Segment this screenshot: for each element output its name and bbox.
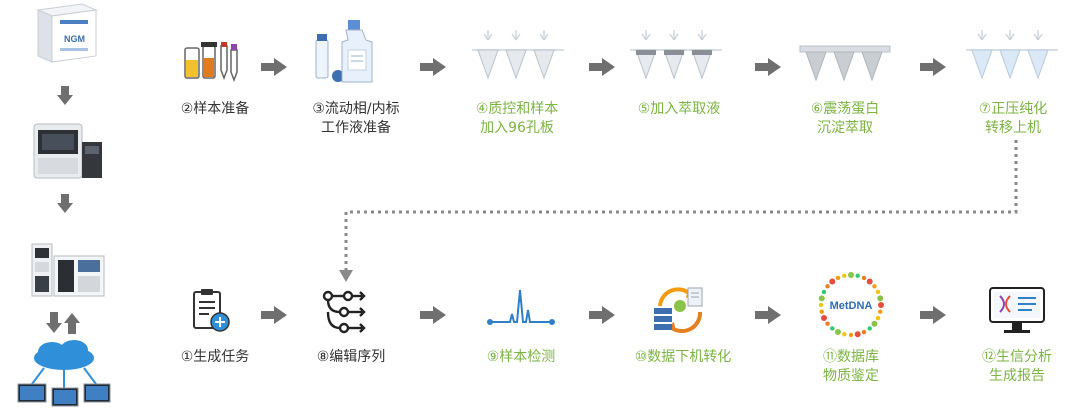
metdna-ring-dot bbox=[866, 278, 873, 285]
bioinformatics-report-icon bbox=[989, 287, 1045, 333]
step-12-label: ⑫生信分析 生成报告 bbox=[962, 348, 1072, 386]
right-arrow-icon bbox=[755, 306, 781, 324]
step-7-line-1: ⑦正压纯化 bbox=[978, 101, 1048, 117]
metdna-ring-dot bbox=[867, 326, 872, 331]
lcms-instrument-image bbox=[31, 243, 105, 297]
metdna-ring-dot bbox=[835, 275, 841, 281]
metdna-ring-dot bbox=[854, 331, 861, 338]
step-1-line-1: ①生成任务 bbox=[180, 349, 250, 365]
metdna-ring-dot bbox=[820, 315, 827, 322]
step-5-line-1: ⑤加入萃取液 bbox=[637, 101, 721, 117]
metdna-ring-dot bbox=[818, 302, 824, 308]
step-1-label: ①生成任务 bbox=[165, 348, 265, 367]
step-12-line-2: 生成报告 bbox=[989, 368, 1045, 384]
metdna-ring-dot bbox=[830, 326, 835, 331]
metdna-ring-dot bbox=[871, 320, 878, 327]
step-2-label: ②样本准备 bbox=[170, 100, 260, 119]
step-6-line-2: 沉淀萃取 bbox=[817, 120, 873, 136]
right-arrow-icon bbox=[920, 58, 946, 76]
dotted-connector bbox=[339, 140, 1018, 282]
metdna-ring-dot bbox=[825, 284, 830, 289]
step-9-line-1: ⑨样本检测 bbox=[486, 349, 556, 365]
chromatogram-peak-icon bbox=[487, 289, 555, 325]
right-arrow-icon bbox=[261, 306, 287, 324]
metdna-ring-dot bbox=[819, 309, 824, 314]
data-conversion-icon bbox=[654, 287, 703, 334]
metdna-ring-dot bbox=[875, 289, 881, 295]
metdna-ring-dot bbox=[821, 289, 827, 295]
metdna-ring-dot bbox=[878, 302, 884, 308]
metdna-ring-dot bbox=[834, 329, 841, 336]
step-12-line-1: ⑫生信分析 bbox=[982, 349, 1052, 365]
extraction-plate-icon bbox=[630, 30, 722, 80]
step-3-line-1: ③流动相/内标 bbox=[312, 101, 400, 117]
right-arrow-icon bbox=[261, 58, 287, 76]
down-arrow-icon bbox=[57, 194, 73, 213]
down-arrow-icon bbox=[57, 86, 73, 105]
right-arrow-icon bbox=[755, 58, 781, 76]
metdna-ring-dot bbox=[877, 295, 884, 302]
step-6-label: ⑥震荡蛋白 沉淀萃取 bbox=[790, 100, 900, 138]
up-down-arrows-icon bbox=[46, 312, 80, 334]
metdna-ring-dot bbox=[878, 309, 883, 314]
step-3-line-2: 工作液准备 bbox=[321, 120, 391, 136]
clipboard-task-icon bbox=[193, 289, 230, 332]
left-column: NGM bbox=[0, 0, 130, 414]
metdna-ring-dot bbox=[872, 284, 877, 289]
ngm-kit-box-image: NGM bbox=[36, 3, 98, 63]
metdna-ring-dot bbox=[829, 278, 836, 285]
step-9-label: ⑨样本检测 bbox=[466, 348, 576, 367]
step-2-line-1: ②样本准备 bbox=[180, 101, 250, 117]
step-4-label: ④质控和样本 加入96孔板 bbox=[462, 100, 572, 138]
step-11-line-2: 物质鉴定 bbox=[823, 368, 879, 384]
step-5-label: ⑤加入萃取液 bbox=[624, 100, 734, 119]
ngm-box-text: NGM bbox=[64, 34, 85, 44]
protein-precipitation-plate-icon bbox=[799, 45, 891, 82]
step-7-label: ⑦正压纯化 转移上机 bbox=[958, 100, 1068, 138]
sequence-flow-icon bbox=[322, 290, 366, 334]
metdna-ring-dot bbox=[842, 332, 847, 337]
right-arrow-icon bbox=[420, 58, 446, 76]
right-arrow-icon bbox=[589, 58, 615, 76]
metdna-ring-dot bbox=[861, 275, 867, 281]
sample-prep-instrument-image bbox=[33, 123, 102, 179]
metdna-ring-dot bbox=[848, 332, 854, 338]
step-6-line-1: ⑥震荡蛋白 bbox=[810, 101, 880, 117]
step-11-line-1: ⑪数据库 bbox=[823, 349, 879, 365]
metdna-ring-dot bbox=[875, 315, 881, 321]
mobile-phase-bottles-icon bbox=[315, 20, 373, 83]
sample-tubes-icon bbox=[184, 42, 238, 82]
metdna-ring-dot bbox=[855, 273, 860, 278]
step-4-line-1: ④质控和样本 bbox=[475, 101, 559, 117]
cloud-computers-image bbox=[17, 340, 111, 407]
right-arrow-icon bbox=[920, 306, 946, 324]
metdna-ring-dot bbox=[861, 329, 867, 335]
metdna-ring-dot bbox=[848, 272, 854, 278]
metdna-ring-dot bbox=[842, 273, 847, 278]
step-10-line-1: ⑩数据下机转化 bbox=[634, 349, 732, 365]
step-3-label: ③流动相/内标 工作液准备 bbox=[296, 100, 416, 138]
step-7-line-2: 转移上机 bbox=[985, 120, 1041, 136]
step-8-line-1: ⑧编辑序列 bbox=[316, 349, 386, 365]
metdna-ring-dot bbox=[825, 321, 830, 326]
metdna-logo-icon: MetDNA bbox=[818, 272, 884, 338]
metdna-ring-dot bbox=[818, 295, 825, 302]
step-4-line-2: 加入96孔板 bbox=[480, 120, 554, 136]
positive-pressure-plate-icon bbox=[966, 30, 1058, 80]
right-arrow-icon bbox=[589, 306, 615, 324]
step-8-label: ⑧编辑序列 bbox=[296, 348, 406, 367]
step-11-label: ⑪数据库 物质鉴定 bbox=[796, 348, 906, 386]
metdna-text: MetDNA bbox=[830, 300, 873, 312]
96-well-plate-add-icon bbox=[472, 30, 564, 80]
right-arrow-icon bbox=[420, 306, 446, 324]
step-10-label: ⑩数据下机转化 bbox=[620, 348, 746, 367]
